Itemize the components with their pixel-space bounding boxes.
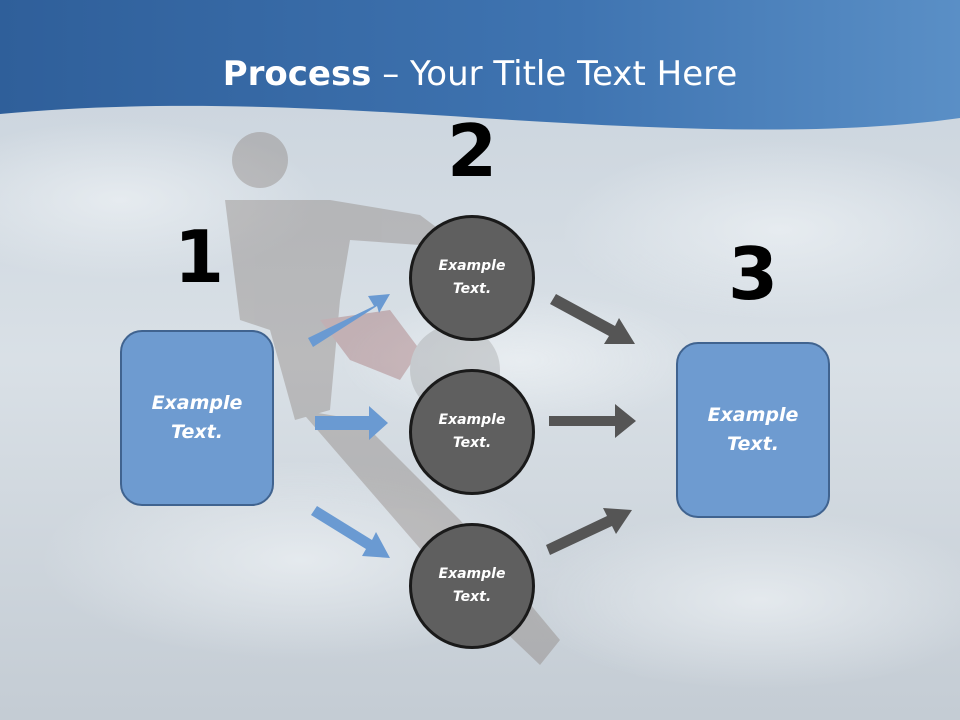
step-2-circle-middle: Example Text. <box>409 369 535 495</box>
step-2-circle-top: Example Text. <box>409 215 535 341</box>
blue-arrow-middle <box>315 406 388 440</box>
blue-arrows <box>308 294 390 558</box>
step-number-3: 3 <box>727 232 779 316</box>
step-2-text-middle: Example Text. <box>438 412 506 451</box>
step-number-1: 1 <box>173 215 225 299</box>
page-title: Process – Your Title Text Here <box>0 52 960 96</box>
gray-arrow-up <box>546 508 632 555</box>
step-3-box: Example Text. <box>676 342 830 518</box>
gray-arrow-down <box>550 294 635 344</box>
step-1-text: Example Text. <box>151 392 243 443</box>
gray-arrow-middle <box>549 404 636 438</box>
step-1-box: Example Text. <box>120 330 274 506</box>
header-band <box>0 0 960 130</box>
title-bold: Process <box>222 54 372 94</box>
step-3-text: Example Text. <box>707 404 799 455</box>
step-2-text-top: Example Text. <box>438 258 506 297</box>
blue-arrow-up <box>308 294 390 347</box>
blue-arrow-down <box>311 506 390 558</box>
step-2-circle-bottom: Example Text. <box>409 523 535 649</box>
title-rest: – Your Title Text Here <box>371 54 738 94</box>
step-2-text-bottom: Example Text. <box>438 566 506 605</box>
gray-arrows <box>546 294 636 555</box>
step-number-2: 2 <box>446 109 498 193</box>
